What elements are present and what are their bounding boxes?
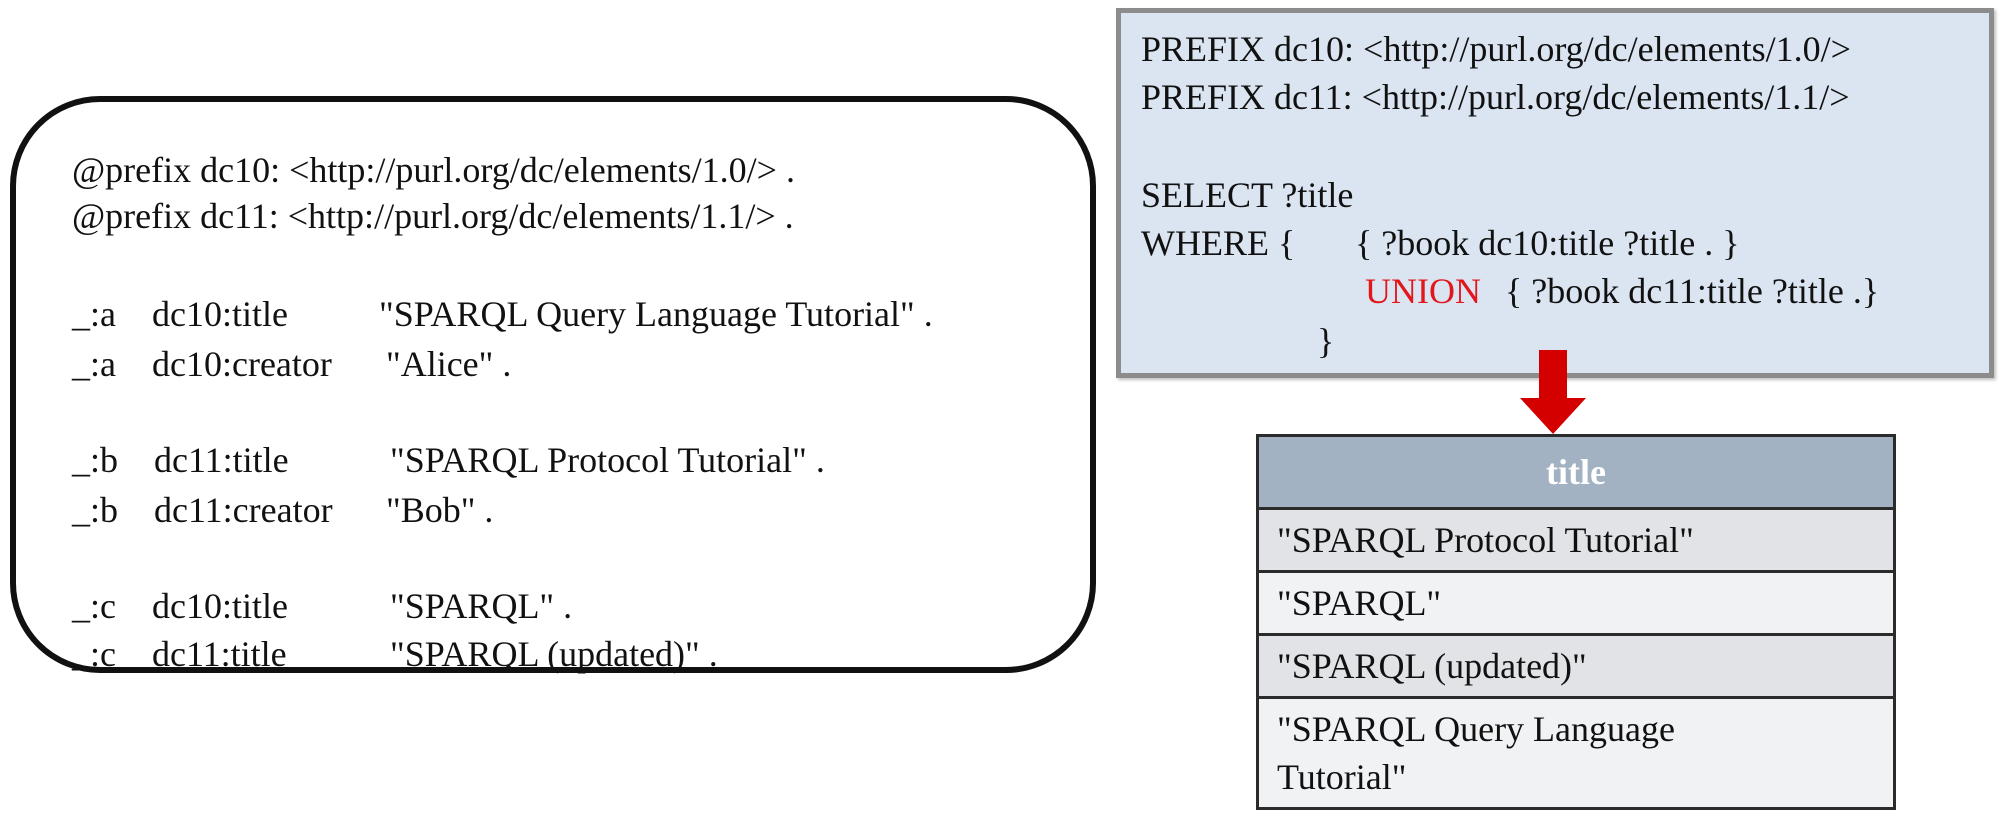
result-table: title "SPARQL Protocol Tutorial" "SPARQL… (1256, 434, 1896, 810)
query-close-brace: } (1317, 321, 1335, 361)
down-arrow-icon (1520, 350, 1586, 434)
table-cell: "SPARQL (updated)" (1256, 633, 1896, 699)
query-prefix-dc10: PREFIX dc10: <http://purl.org/dc/element… (1141, 29, 1851, 69)
triple-subject: _:b (72, 490, 119, 530)
union-keyword: UNION (1365, 271, 1481, 311)
triple-object: "SPARQL Query Language Tutorial" . (379, 294, 933, 334)
triple-object: "Bob" . (386, 490, 494, 530)
table-cell: "SPARQL Query Language Tutorial" (1256, 696, 1896, 810)
table-row: "SPARQL (updated)" (1256, 633, 1896, 699)
triple-subject: _:b (72, 440, 119, 480)
query-prefix-dc11: PREFIX dc11: <http://purl.org/dc/element… (1141, 77, 1850, 117)
column-header-title: title (1256, 434, 1896, 510)
query-select: SELECT ?title (1141, 175, 1354, 215)
triple-object: "SPARQL" . (390, 586, 573, 626)
table-row: "SPARQL Protocol Tutorial" (1256, 507, 1896, 573)
table-header-row: title (1256, 434, 1896, 510)
prefix-dc11-line: @prefix dc11: <http://purl.org/dc/elemen… (72, 196, 794, 236)
table-cell: "SPARQL" (1256, 570, 1896, 636)
query-where: WHERE { (1141, 223, 1296, 263)
triple-predicate: dc11:title (152, 634, 287, 674)
query-pattern-dc10: { ?book dc10:title ?title . } (1355, 223, 1740, 263)
triple-subject: _:a (72, 294, 116, 334)
rdf-data-box: @prefix dc10: <http://purl.org/dc/elemen… (10, 96, 1096, 674)
triple-predicate: dc10:creator (152, 344, 332, 384)
table-row: "SPARQL" (1256, 570, 1896, 636)
query-pattern-dc11: { ?book dc11:title ?title .} (1505, 271, 1880, 311)
triple-subject: _:c (72, 634, 116, 674)
table-row: "SPARQL Query Language Tutorial" (1256, 696, 1896, 810)
table-cell: "SPARQL Protocol Tutorial" (1256, 507, 1896, 573)
triple-predicate: dc11:title (154, 440, 289, 480)
triple-object: "SPARQL (updated)" . (390, 634, 718, 674)
triple-object: "SPARQL Protocol Tutorial" . (390, 440, 825, 480)
sparql-query-box: PREFIX dc10: <http://purl.org/dc/element… (1116, 8, 1994, 378)
triple-predicate: dc11:creator (154, 490, 333, 530)
triple-predicate: dc10:title (152, 586, 288, 626)
triple-object: "Alice" . (386, 344, 512, 384)
triple-subject: _:c (72, 586, 116, 626)
triple-subject: _:a (72, 344, 116, 384)
triple-predicate: dc10:title (152, 294, 288, 334)
prefix-dc10-line: @prefix dc10: <http://purl.org/dc/elemen… (72, 150, 795, 190)
